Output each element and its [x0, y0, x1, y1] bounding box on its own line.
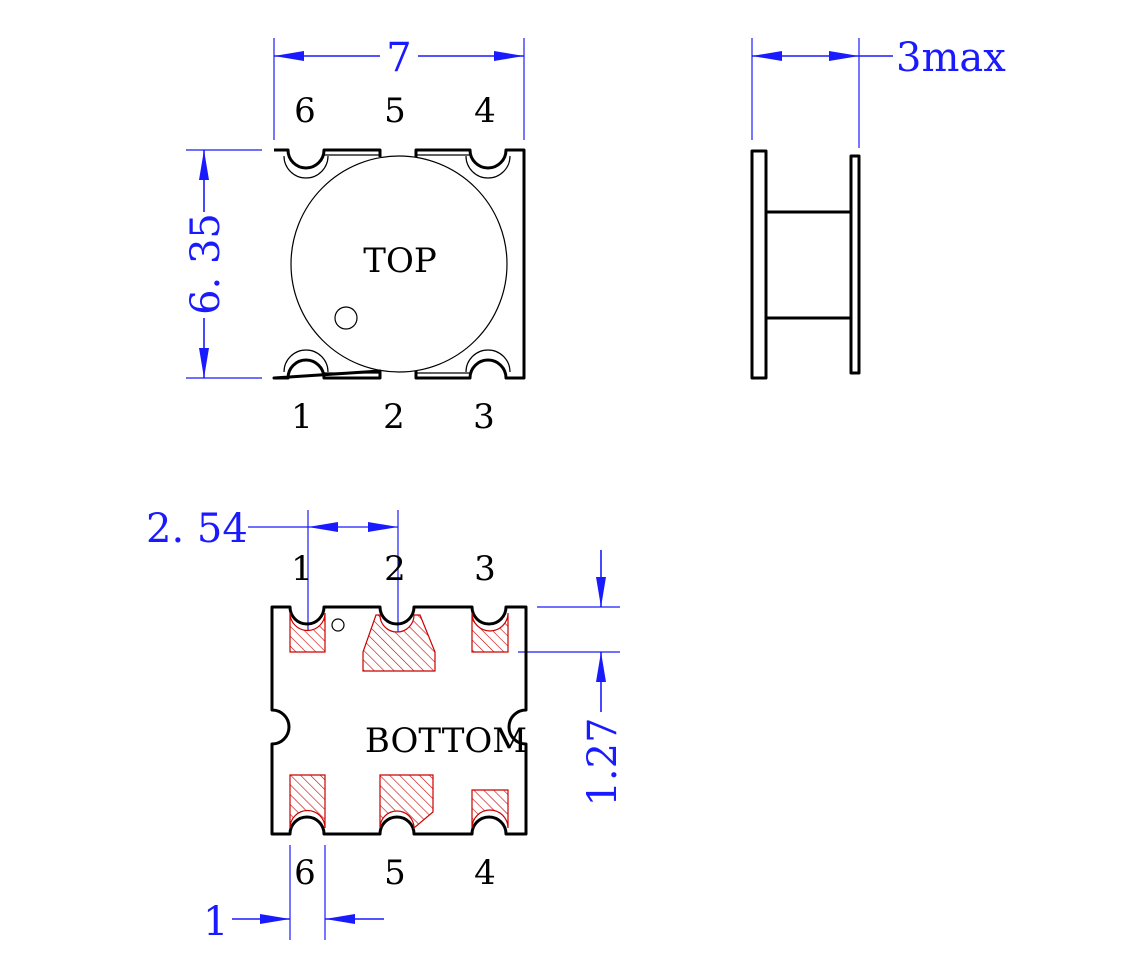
bottom-pin-number: 6 [294, 853, 316, 893]
pad-2 [362, 614, 436, 672]
bottom-pin-number: 1 [291, 549, 313, 589]
pad-width-dimension: 1 [203, 845, 384, 945]
side-view: 3max [750, 35, 1006, 380]
pad-5 [379, 774, 434, 830]
top-pin-number: 4 [474, 91, 496, 131]
top-pin-number: 3 [473, 397, 495, 437]
top-width-value: 7 [386, 35, 411, 81]
side-height-dimension: 3max [751, 35, 1006, 148]
pin1-marker-dot [331, 618, 345, 632]
bottom-view: 2. 54 1.27 1 [146, 506, 626, 945]
pin1-marker-dot [334, 306, 358, 330]
top-pin-number: 1 [291, 397, 313, 437]
side-top-plate [849, 154, 861, 375]
top-height-dimension: 6. 35 [183, 149, 262, 379]
top-round-cover [290, 155, 508, 373]
bottom-pin-number: 3 [474, 549, 496, 589]
pad-height-dimension: 1.27 [518, 550, 626, 807]
bottom-view-label: BOTTOM [365, 721, 527, 761]
top-view-label: TOP [363, 241, 436, 281]
pad-height-value: 1.27 [580, 717, 626, 806]
pad-width-value: 1 [203, 899, 228, 945]
top-width-dimension: 7 [273, 35, 525, 140]
pad-4 [471, 789, 509, 829]
side-base-plate [750, 149, 768, 380]
top-height-value: 6. 35 [183, 213, 229, 315]
bottom-pin-number: 4 [474, 853, 496, 893]
top-pin-number: 6 [294, 91, 316, 131]
top-body-outline [272, 148, 526, 380]
pad-6 [289, 774, 326, 829]
top-pin-number: 2 [383, 397, 405, 437]
top-view: 7 6. 35 TOP 6 5 4 1 2 3 [183, 35, 526, 437]
pad-3 [471, 612, 509, 653]
pitch-value: 2. 54 [146, 506, 248, 552]
pad-1 [289, 612, 326, 653]
top-pin-number: 5 [384, 91, 406, 131]
bottom-pin-number: 2 [384, 549, 406, 589]
pitch-dimension: 2. 54 [146, 506, 399, 640]
bottom-body-outline [270, 605, 528, 836]
side-height-value: 3max [896, 35, 1006, 81]
bottom-pin-number: 5 [384, 853, 406, 893]
